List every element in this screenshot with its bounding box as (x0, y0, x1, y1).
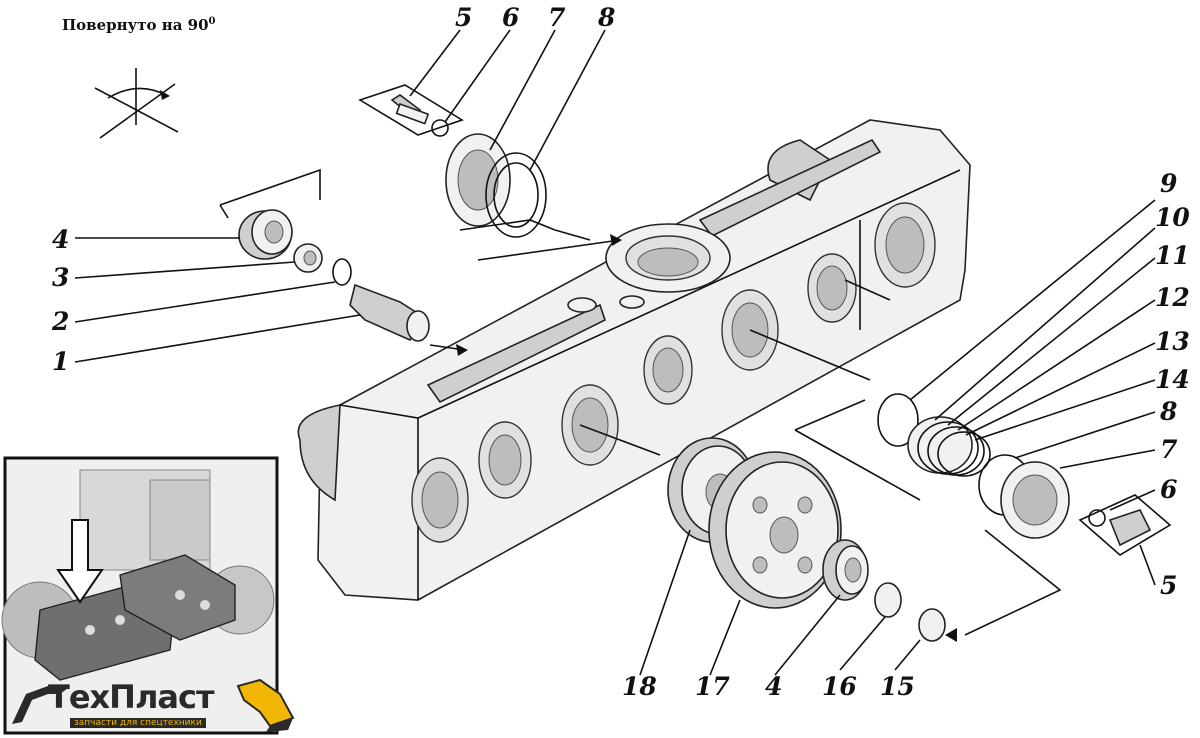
callout-3: 3 (52, 263, 69, 292)
inset-photo (1, 456, 279, 735)
callout-10: 10 (1155, 203, 1190, 232)
callout-numbers: 4 3 2 1 5 6 7 8 9 10 11 12 13 14 8 7 6 5… (51, 3, 1190, 701)
callout-7-top: 7 (548, 3, 566, 32)
gear-group (579, 329, 946, 676)
callout-15: 15 (880, 672, 915, 701)
callout-11: 11 (1155, 241, 1190, 270)
callout-14: 14 (1155, 365, 1190, 394)
callout-1: 1 (52, 347, 69, 376)
right-parts-group (794, 279, 1172, 642)
top-parts-group (358, 84, 622, 261)
callout-13: 13 (1155, 327, 1190, 356)
callout-2: 2 (51, 307, 69, 336)
callout-12: 12 (1155, 283, 1190, 312)
rotation-note-degree: 0 (208, 16, 216, 27)
callout-6-top: 6 (502, 3, 519, 32)
callout-18: 18 (622, 672, 657, 701)
callout-16: 16 (822, 672, 857, 701)
logo-tagline: запчасти для спецтехники (70, 718, 206, 728)
techplast-logo: ТехПласт запчасти для спецтехники (8, 672, 300, 734)
callout-7-right: 7 (1160, 435, 1178, 464)
callout-8-top: 8 (597, 3, 615, 32)
logo-name: ТехПласт (48, 678, 214, 716)
callout-4-bottom: 4 (765, 672, 782, 701)
logo-excavator-icon (12, 678, 295, 732)
callout-4-left: 4 (52, 225, 69, 254)
callout-6-right: 6 (1160, 475, 1177, 504)
rotation-note: Повернуто на 900 (62, 16, 216, 34)
callout-17: 17 (695, 672, 730, 701)
main-housing (297, 119, 971, 601)
leader-lines (74, 29, 1156, 586)
callout-5-top: 5 (455, 3, 472, 32)
left-parts-group (219, 168, 468, 356)
callout-9: 9 (1160, 169, 1177, 198)
rotation-note-text: Повернуто на 90 (62, 16, 209, 34)
rotation-symbol (94, 68, 179, 139)
callout-8-right: 8 (1159, 397, 1177, 426)
callout-5-right: 5 (1160, 571, 1177, 600)
